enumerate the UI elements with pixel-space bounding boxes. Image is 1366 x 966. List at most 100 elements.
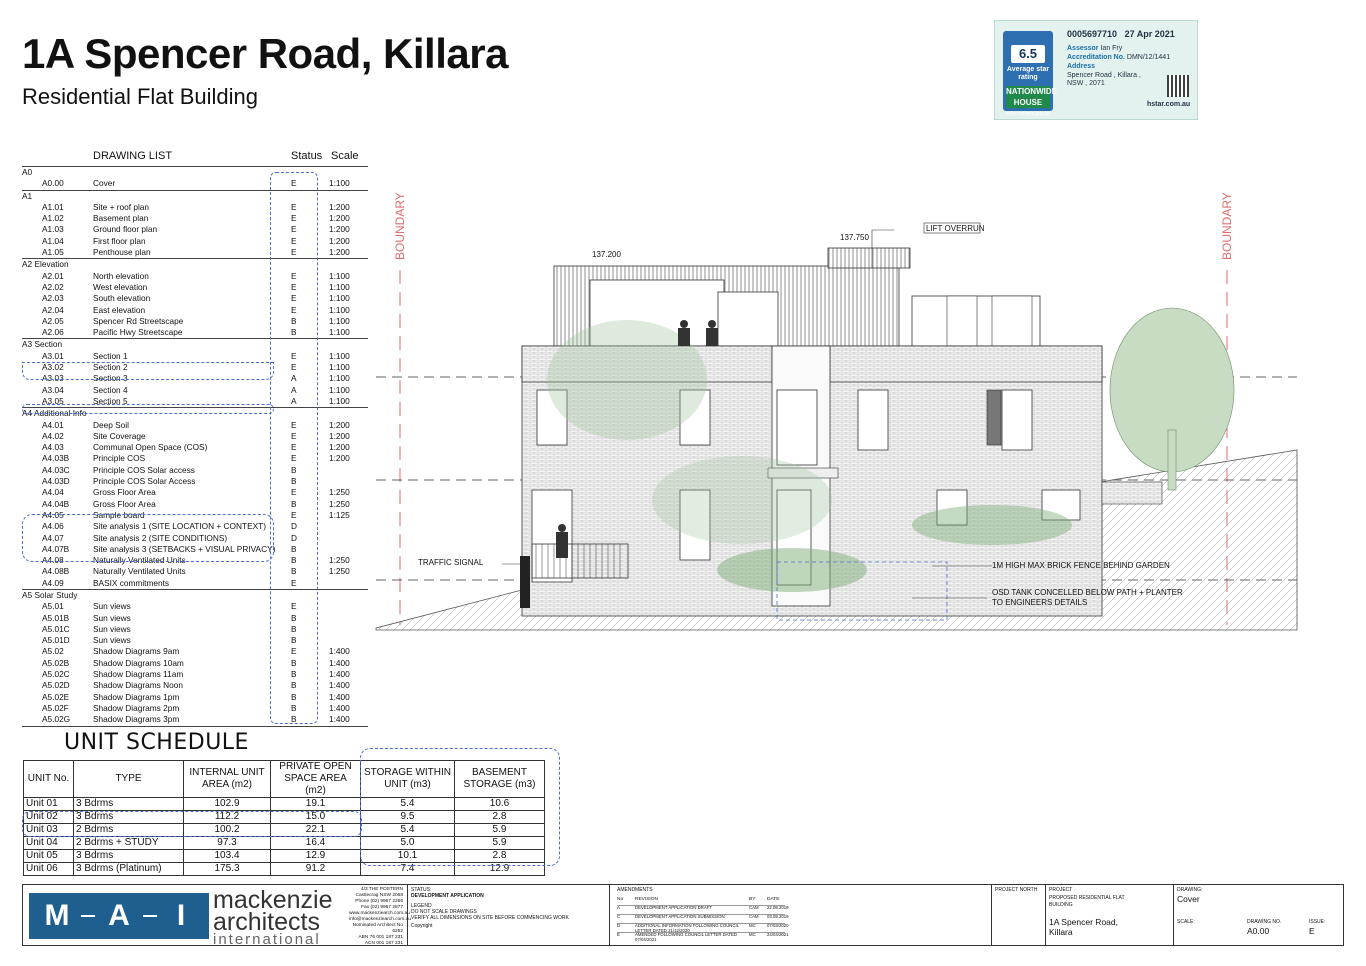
drawing-scale: [329, 476, 368, 487]
issue-label: ISSUE:: [1309, 919, 1326, 925]
unit-cell: 103.4: [183, 849, 271, 863]
drawing-number: A5.02C: [42, 669, 70, 680]
drawing-scale: 1:100: [329, 362, 350, 373]
unit-cell: Unit 01: [23, 797, 74, 811]
unit-cell: 102.9: [183, 797, 271, 811]
drawing-scale: 1:125: [329, 509, 350, 520]
drawing-number: A5.01C: [42, 623, 70, 634]
drawing-scale: [329, 624, 368, 635]
unit-cell: 15.0: [270, 810, 361, 824]
unit-cell: 10.1: [360, 849, 455, 863]
drawing-name: Site analysis 2 (SITE CONDITIONS): [93, 532, 228, 543]
drawing-status: D: [291, 532, 297, 543]
drawing-number: A4.05: [42, 509, 64, 520]
amendment-header: DATE: [767, 897, 780, 902]
drawing-status: D: [291, 521, 297, 532]
drawing-number: A1.03: [42, 224, 64, 235]
amendment-cell: CAM: [749, 915, 759, 919]
drawing-status: B: [291, 315, 297, 326]
drawing-scale: 1:100: [329, 270, 350, 281]
drawing-scale: 1:100: [329, 178, 350, 189]
drawing-name: Spencer Rd Streetscape: [93, 315, 184, 326]
drawing-status: E: [291, 419, 297, 430]
drawing-group-row: A5 Solar Study: [22, 588, 368, 602]
unit-schedule-header: BASEMENT STORAGE (m3): [454, 760, 545, 798]
drawing-status: B: [291, 555, 297, 566]
drawing-scale: 1:250: [329, 498, 350, 509]
unit-cell: Unit 03: [23, 823, 74, 837]
page-subtitle: Residential Flat Building: [22, 84, 259, 109]
rating-label: Average star rating: [1006, 66, 1050, 81]
drawing-number: A4.04B: [42, 498, 70, 509]
drawing-number: A3.04: [42, 384, 64, 395]
drawing-status: E: [291, 201, 297, 212]
scale-label: SCALE:: [1177, 919, 1195, 925]
drawing-group-row: A1: [22, 189, 368, 202]
drawing-name: Naturally Ventilated Units: [93, 555, 186, 566]
qr-code-icon: [1167, 75, 1189, 97]
drawing-scale: 1:200: [329, 224, 350, 235]
drawing-name: Principle COS: [93, 453, 146, 464]
drawing-scale: 1:100: [329, 373, 350, 384]
unit-cell: 112.2: [183, 810, 271, 824]
drawing-scale: 1:100: [329, 281, 350, 292]
drawing-scale: 1:200: [329, 247, 350, 258]
status-label: STATUS:: [411, 887, 432, 893]
drawing-status: E: [291, 601, 297, 612]
drawing-group-row: A3 Section: [22, 338, 368, 351]
drawing-name: Gross Floor Area: [93, 487, 156, 498]
unit-schedule-header: INTERNAL UNIT AREA (m2): [183, 760, 271, 798]
drawing-number: A3.02: [42, 362, 64, 373]
drawing-number: A5.02F: [42, 702, 69, 713]
drawing-number: A4.08: [42, 555, 64, 566]
drawing-no-value: A0.00: [1247, 926, 1270, 936]
unit-schedule-header: PRIVATE OPEN SPACE AREA (m2): [270, 760, 361, 798]
amendment-cell: A: [617, 906, 620, 910]
drawing-name: East elevation: [93, 304, 146, 315]
drawing-status: E: [291, 281, 297, 292]
rl-lift-label: 137.750: [840, 233, 869, 242]
drawing-status: E: [291, 577, 297, 588]
issue-value: E: [1309, 926, 1315, 936]
amendment-cell: C: [617, 915, 621, 919]
drawing-name: Shadow Diagrams 1pm: [93, 691, 180, 702]
unit-cell: Unit 02: [23, 810, 74, 824]
drawing-name: Site analysis 1 (SITE LOCATION + CONTEXT…: [93, 521, 266, 532]
drawing-status: E: [291, 235, 297, 246]
nathers-badge: 6.5 Average star rating NATIONWIDE HOUSE…: [1003, 31, 1057, 117]
unit-cell: 3 Bdrms: [73, 849, 184, 863]
amendment-cell: ADDITIONAL INFORMATION FOLLOWING COUNCIL…: [635, 924, 739, 933]
unit-cell: 97.3: [183, 836, 271, 850]
drawing-scale: [329, 601, 368, 612]
unit-cell: 2.8: [454, 810, 545, 824]
logo-letter-i: I: [176, 899, 186, 932]
title-block: M A I mackenzie architects international…: [22, 884, 1344, 948]
drawing-scale: 1:400: [329, 714, 350, 725]
drawing-status: E: [291, 247, 297, 258]
drawing-scale: 1:200: [329, 430, 350, 441]
certificate-header: 0005697710 27 Apr 2021: [1067, 29, 1175, 39]
unit-cell: 91.2: [270, 862, 361, 876]
drawing-number: A1.02: [42, 213, 64, 224]
drawing-scale: 1:400: [329, 657, 350, 668]
amendment-cell: E: [617, 933, 620, 937]
firm-name: mackenzie architects international: [213, 886, 333, 948]
unit-cell: 3 Bdrms: [73, 797, 184, 811]
drawing-status: B: [291, 714, 297, 725]
drawing-name: Shadow Diagrams 2pm: [93, 702, 180, 713]
drawing-scale: 1:250: [329, 555, 350, 566]
amendment-cell: 24/04/2021: [767, 933, 789, 937]
amendment-cell: CAM: [749, 906, 759, 910]
drawing-number: A2.05: [42, 315, 64, 326]
legend-line1: DO NOT SCALE DRAWINGS: [411, 909, 477, 915]
unit-cell: 12.9: [270, 849, 361, 863]
drawing-number: A4.03: [42, 442, 64, 453]
